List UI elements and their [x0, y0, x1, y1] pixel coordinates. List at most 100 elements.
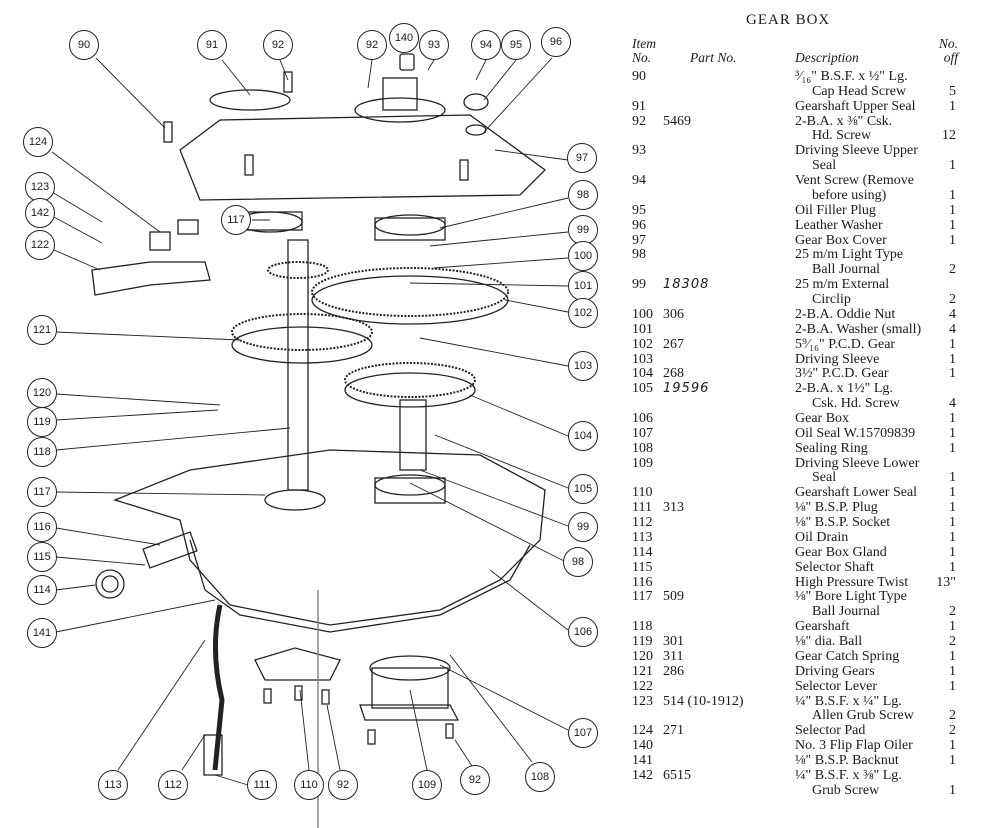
callout-140: 140 — [389, 23, 419, 53]
description: 25 m/m Light Type — [795, 247, 904, 263]
item-no: 95 — [632, 202, 646, 218]
callout-121: 121 — [27, 315, 57, 345]
callout-109: 109 — [412, 770, 442, 800]
description: ³⁄₁₆" B.S.F. x ½" Lg. — [795, 69, 908, 84]
part-no: 271 — [663, 723, 684, 739]
item-no: 140 — [632, 738, 653, 754]
description: Gear Box Gland — [795, 544, 887, 560]
callout-120: 120 — [27, 378, 57, 408]
header-description: Description — [795, 50, 859, 65]
callout-119: 119 — [27, 407, 57, 437]
description: Hd. Screw — [812, 128, 872, 144]
description: Driving Sleeve Lower — [795, 455, 920, 471]
qty-off: 1 — [949, 753, 956, 769]
qty-off: 4 — [949, 396, 956, 412]
part-no: 5469 — [663, 113, 691, 129]
qty-off: 1 — [949, 217, 956, 233]
item-no: 124 — [632, 723, 653, 739]
item-no: 118 — [632, 619, 653, 635]
callout-91: 91 — [197, 30, 227, 60]
item-no: 93 — [632, 143, 646, 159]
callout-92: 92 — [460, 765, 490, 795]
gear-121 — [231, 313, 373, 351]
description: 25 m/m External — [795, 277, 890, 293]
callout-101: 101 — [568, 271, 598, 301]
description: Seal — [812, 158, 837, 174]
description: ⅛" B.S.P. Socket — [795, 515, 891, 531]
callout-98: 98 — [563, 547, 593, 577]
callout-111: 111 — [247, 770, 277, 800]
description: Ball Journal — [812, 604, 881, 620]
qty-off: 1 — [949, 544, 956, 560]
description: Ball Journal — [812, 262, 881, 278]
item-no: 99 — [632, 277, 646, 293]
description: Gear Box — [795, 411, 850, 426]
callout-97: 97 — [567, 143, 597, 173]
callout-92: 92 — [357, 30, 387, 60]
part-no: 311 — [663, 648, 684, 664]
qty-off: 1 — [949, 366, 956, 382]
description: Oil Seal W.15709839 — [795, 425, 916, 441]
description: Cap Head Screw — [812, 83, 907, 99]
callout-100: 100 — [568, 241, 598, 271]
description: 5⁹⁄₁₆" P.C.D. Gear — [795, 336, 896, 352]
item-no: 101 — [632, 321, 653, 337]
item-no: 117 — [632, 589, 653, 605]
callout-142: 142 — [25, 198, 55, 228]
callout-118: 118 — [27, 437, 57, 467]
description: ⅛" B.S.P. Backnut — [795, 753, 899, 769]
description: ⅛" Bore Light Type — [795, 589, 907, 605]
header-item-line2: No. — [632, 50, 652, 65]
part-no: 313 — [663, 500, 684, 516]
gear-box-cover — [179, 114, 546, 201]
callout-116: 116 — [27, 512, 57, 542]
callout-103: 103 — [568, 351, 598, 381]
item-no: 102 — [632, 336, 653, 352]
gearbox-drawing — [51, 53, 569, 828]
page-title: GEAR BOX — [746, 12, 831, 28]
item-no: 119 — [632, 634, 653, 650]
qty-off: 2 — [949, 262, 956, 278]
qty-off: 1 — [949, 411, 956, 426]
callout-90: 90 — [69, 30, 99, 60]
table-line: before using)1 — [626, 188, 962, 203]
callout-96: 96 — [541, 27, 571, 57]
callout-124: 124 — [23, 127, 53, 157]
leader-lines — [51, 57, 569, 786]
description: Seal — [812, 470, 837, 486]
description: 2-B.A. Washer (small) — [795, 321, 922, 337]
callout-117: 117 — [27, 477, 57, 507]
item-no: 105 — [632, 381, 653, 397]
description: Gearshaft Upper Seal — [795, 98, 916, 114]
callout-107: 107 — [568, 718, 598, 748]
part-no: 6515 — [663, 767, 691, 783]
description: 2-B.A. x 1½" Lg. — [795, 381, 893, 397]
description: Circlip — [812, 292, 851, 308]
description: Sealing Ring — [795, 440, 868, 456]
part-no: 19596 — [663, 381, 710, 397]
header-item-line1: Item — [632, 36, 656, 51]
qty-off: 2 — [949, 292, 956, 308]
description: Selector Shaft — [795, 559, 874, 575]
